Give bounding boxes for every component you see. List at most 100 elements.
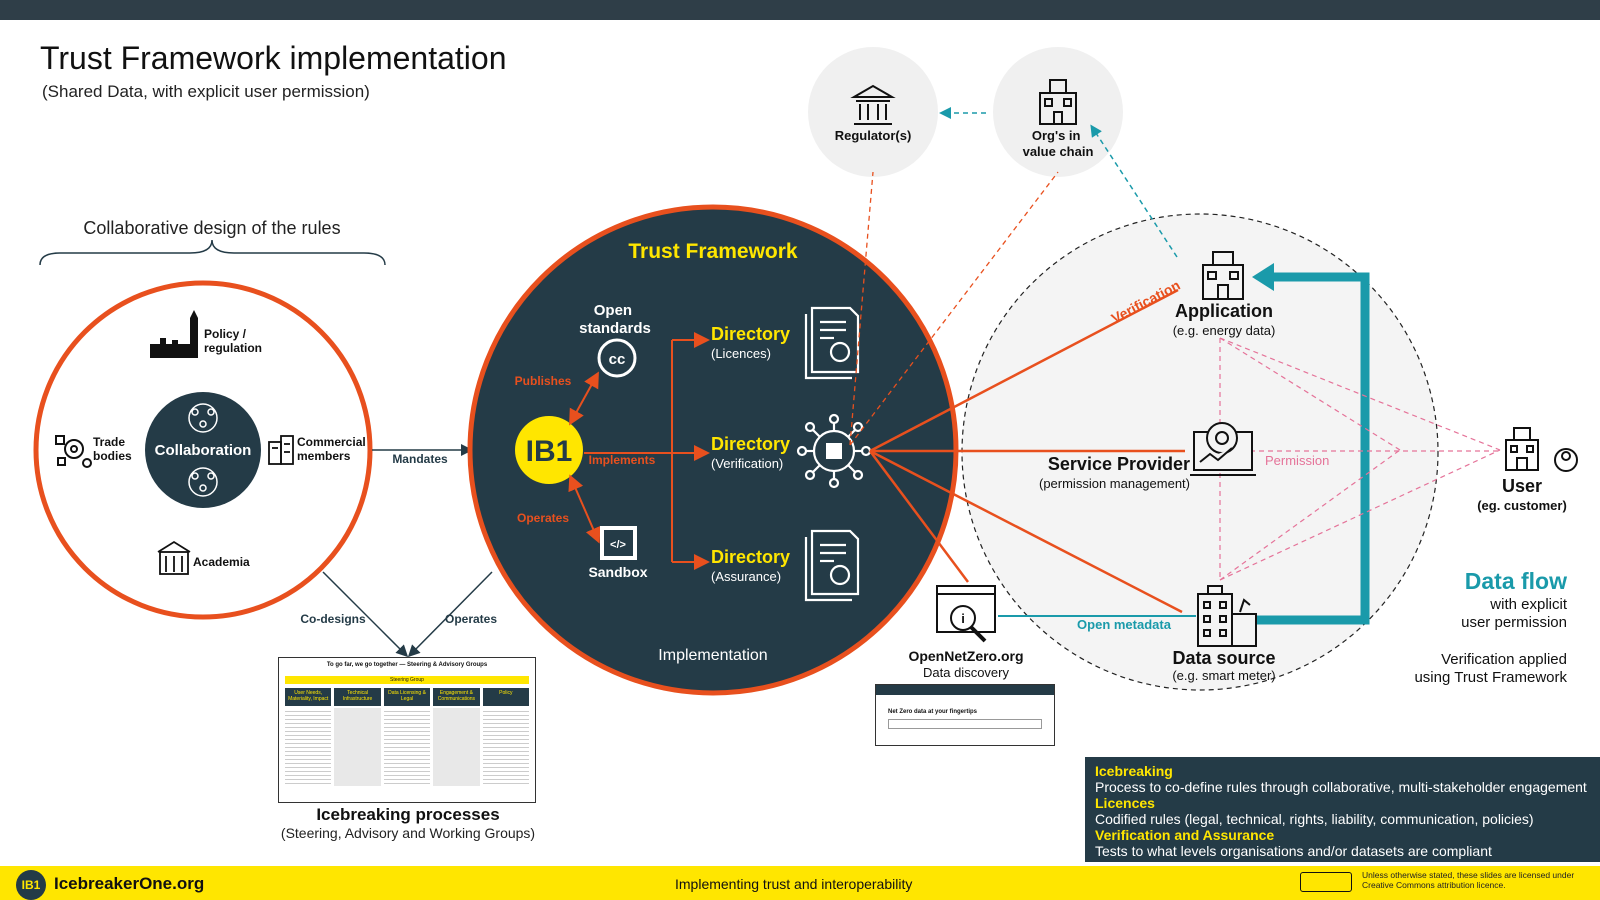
- academia-label: Academia: [193, 555, 250, 569]
- icebreaking-title: Icebreaking processes: [316, 805, 499, 824]
- trade-label: Trade bodies: [93, 435, 132, 463]
- data-flow-arrowhead: [1252, 263, 1274, 291]
- collaboration-label: Collaboration: [155, 442, 252, 459]
- legend-box: Icebreaking Process to co-define rules t…: [1085, 757, 1600, 862]
- cc-license-icon: [1300, 872, 1352, 892]
- ib1-logo-text: IB1: [526, 435, 573, 468]
- svg-text:</>: </>: [610, 539, 626, 551]
- directory-verification-sub: (Verification): [711, 456, 783, 471]
- svg-text:cc: cc: [609, 351, 626, 368]
- data-flow-title: Data flow: [1465, 568, 1567, 594]
- bank-icon: [850, 84, 896, 125]
- implements-label: Implements: [589, 453, 656, 467]
- thumbnail-heading: Net Zero data at your fingertips: [888, 709, 978, 715]
- certificate-icon: [804, 529, 860, 602]
- collaboration-center-circle: [145, 392, 261, 508]
- footer-bar: [0, 866, 1600, 900]
- verification-line-data-source: [869, 449, 1183, 614]
- user-label: User: [1502, 476, 1542, 496]
- collaboration-brace: [39, 239, 386, 266]
- open-metadata-label: Open metadata: [1077, 617, 1172, 632]
- thumbnail-search: [888, 719, 1042, 729]
- directory-verification-title: Directory: [711, 434, 790, 454]
- directory-assurance-sub: (Assurance): [711, 569, 781, 584]
- data-flow-arrow: [1235, 272, 1370, 625]
- parliament-icon: [150, 310, 198, 358]
- ib1-footer-logo: IB1: [16, 870, 46, 900]
- creative-commons-icon: cc: [597, 338, 637, 378]
- verification-line-application: [869, 288, 1179, 453]
- thumbnail-column: Engagement & Communications: [433, 688, 480, 706]
- service-provider-label: Service Provider: [1048, 454, 1190, 474]
- office-building-icon: [1039, 79, 1077, 125]
- sandbox-icon: </>: [600, 526, 637, 560]
- thumbnail-navbar: [876, 685, 1054, 695]
- user-building-icon: [1505, 427, 1578, 472]
- data-source-label: Data source: [1172, 648, 1275, 668]
- legend-term: Verification and Assurance: [1095, 827, 1275, 843]
- co-designs-arrow: [322, 571, 409, 658]
- user-sub: (eg. customer): [1477, 498, 1567, 513]
- service-provider-sub: (permission management): [1039, 476, 1190, 491]
- footer-tagline: Implementing trust and interoperability: [675, 876, 913, 892]
- svg-text:i: i: [961, 611, 965, 626]
- data-source-sub: (e.g. smart meter): [1172, 668, 1275, 683]
- commercial-label: Commercial members: [297, 435, 369, 463]
- permission-label: Permission: [1265, 453, 1329, 468]
- operates-sandbox-arrow: [568, 474, 601, 544]
- data-flow-note1: Verification applied: [1441, 651, 1567, 668]
- data-flow-sub2: user permission: [1461, 614, 1567, 631]
- policy-label: Policy / regulation: [204, 327, 262, 355]
- page-title: Trust Framework implementation: [40, 40, 507, 76]
- operates-bottom-label: Operates: [445, 612, 497, 626]
- ib1-logo: [515, 416, 583, 484]
- orgs-label: Org's in value chain: [1023, 128, 1094, 159]
- gears-icon: [55, 435, 92, 468]
- collaboration-heading: Collaborative design of the rules: [83, 218, 340, 238]
- opennetzero-sub: Data discovery: [923, 665, 1009, 680]
- thumbnail-columns: User Needs, Materiality, Impact Technica…: [285, 688, 530, 706]
- orgs-link: [849, 171, 1059, 446]
- thumbnail-heading: To go far, we go together — Steering & A…: [326, 662, 488, 668]
- data-flow-sub1: with explicit: [1489, 596, 1568, 613]
- verification-line-opennetzero: [868, 450, 970, 583]
- publishes-label: Publishes: [515, 374, 572, 388]
- regulator-label: Regulator(s): [835, 128, 912, 143]
- operates-arrow: [407, 571, 493, 658]
- application-building-icon: [1202, 251, 1244, 300]
- building-icon: [268, 435, 294, 465]
- page-subtitle: (Shared Data, with explicit user permiss…: [42, 82, 370, 101]
- legend-desc: Tests to what levels organisations and/o…: [1095, 843, 1492, 859]
- directory-licences-sub: (Licences): [711, 346, 771, 361]
- co-designs-label: Co-designs: [300, 612, 366, 626]
- search-window-icon: i: [936, 585, 996, 643]
- footer-license-text: Unless otherwise stated, these slides ar…: [1362, 870, 1575, 890]
- data-flow-note2: using Trust Framework: [1414, 669, 1567, 686]
- legend-term: Licences: [1095, 795, 1155, 811]
- regulator-bubble: [808, 47, 938, 177]
- sandbox-label: Sandbox: [588, 564, 647, 580]
- thumbnail-cells: [285, 708, 530, 786]
- directory-licences-title: Directory: [711, 324, 790, 344]
- legend-term: Icebreaking: [1095, 763, 1173, 779]
- directory-assurance-title: Directory: [711, 547, 790, 567]
- gear-laptop-icon: [1190, 422, 1256, 476]
- legend-desc: Codified rules (legal, technical, rights…: [1095, 811, 1534, 827]
- implementation-label: Implementation: [658, 647, 767, 664]
- thumbnail-column: User Needs, Materiality, Impact: [285, 688, 332, 706]
- application-label: Application: [1175, 301, 1273, 321]
- regulator-link: [849, 171, 874, 446]
- application-to-orgs-arrow: [1090, 124, 1178, 258]
- open-standards-label: Open standards: [579, 302, 651, 337]
- opennetzero-label: OpenNetZero.org: [908, 648, 1023, 664]
- footer-org-link[interactable]: IcebreakerOne.org: [54, 874, 205, 893]
- legend-desc: Process to co-define rules through colla…: [1095, 779, 1587, 795]
- application-sub: (e.g. energy data): [1173, 323, 1276, 338]
- library-icon: [157, 540, 191, 575]
- top-bar: [0, 0, 1600, 20]
- trust-framework-title: Trust Framework: [628, 240, 798, 263]
- icebreaking-processes-thumbnail: To go far, we go together — Steering & A…: [278, 657, 536, 803]
- thumbnail-column: Technical Infrastructure: [334, 688, 381, 706]
- operates-label: Operates: [517, 511, 569, 525]
